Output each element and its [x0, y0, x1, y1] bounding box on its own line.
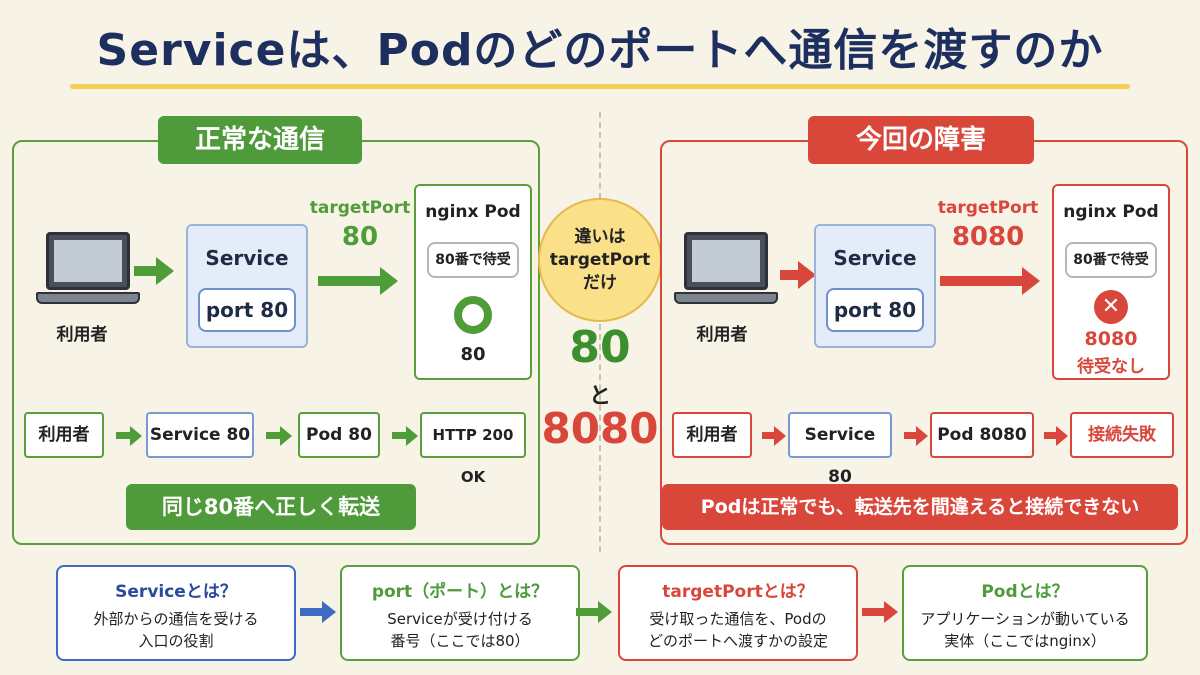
- card-description: 受け取った通信を、Podの どのポートへ渡すかの設定: [647, 610, 828, 650]
- card-description: Serviceが受け付ける 番号（ここでは80）: [387, 610, 533, 650]
- title-underline: [70, 84, 1130, 89]
- card-description: 外部からの通信を受ける 入口の役割: [93, 610, 259, 650]
- arrow-right-icon: [300, 601, 336, 623]
- flow-step: Pod 80: [298, 412, 380, 458]
- pod-box: nginx Pod 80番で待受 80: [414, 184, 532, 380]
- flow-step: Pod 8080: [930, 412, 1034, 458]
- compare-connector: と: [588, 384, 611, 409]
- center-divider: [599, 112, 601, 552]
- pod-port: 80: [460, 344, 486, 365]
- card-description: アプリケーションが動いている 実体（ここではnginx）: [920, 610, 1130, 650]
- service-box: Service port 80: [186, 224, 308, 348]
- card-title: Serviceとは？: [115, 582, 237, 602]
- target-port-label: targetPort: [937, 198, 1039, 218]
- card-title: targetPortとは？: [662, 582, 814, 602]
- pod-error-text: 待受なし: [1077, 357, 1145, 377]
- arrow-right-icon: [940, 267, 1040, 295]
- pod-error-port: 8080: [1084, 328, 1138, 350]
- compare-value-a: 80: [569, 322, 631, 373]
- service-definition-card: Serviceとは？ 外部からの通信を受ける 入口の役割: [56, 565, 296, 661]
- pod-wait-label: 80番で待受: [427, 242, 519, 278]
- user-label: 利用者: [56, 325, 108, 345]
- flow-step: HTTP 200 OK: [420, 412, 526, 486]
- flow-step: Service 80: [788, 412, 892, 487]
- arrow-right-icon: [862, 601, 898, 623]
- ok-circle-icon: [454, 296, 492, 334]
- error-x-icon: ✕: [1094, 290, 1128, 324]
- difference-line3: だけ: [583, 272, 617, 293]
- difference-line2: targetPort: [549, 249, 651, 270]
- flow-step: 利用者: [672, 412, 752, 458]
- flow-step: Service 80: [146, 412, 254, 458]
- arrow-right-icon: [134, 257, 174, 285]
- user-label: 利用者: [696, 325, 748, 345]
- service-title: Service: [205, 246, 289, 270]
- target-port-value: 8080: [951, 222, 1025, 252]
- normal-panel-label: 正常な通信: [158, 116, 362, 164]
- service-title: Service: [833, 246, 917, 270]
- service-box: Service port 80: [814, 224, 936, 348]
- flow-step: 利用者: [24, 412, 104, 458]
- target-port-label: targetPort: [309, 198, 411, 218]
- pod-title: nginx Pod: [425, 202, 521, 222]
- target-port-value: 80: [341, 222, 379, 252]
- difference-line1: 違いは: [574, 226, 626, 247]
- issue-panel-label: 今回の障害: [808, 116, 1034, 164]
- card-title: Podとは？: [981, 582, 1069, 602]
- service-port: port 80: [826, 288, 924, 332]
- arrow-right-icon: [318, 267, 398, 295]
- port-definition-card: port（ポート）とは？ Serviceが受け付ける 番号（ここでは80）: [340, 565, 580, 661]
- laptop-icon: [36, 232, 146, 312]
- card-title: port（ポート）とは？: [371, 582, 549, 602]
- pod-title: nginx Pod: [1063, 202, 1159, 222]
- arrow-right-icon: [576, 601, 612, 623]
- page-title: Serviceは、Podのどのポートへ通信を渡すのか: [96, 25, 1104, 76]
- flow-step: 接続失敗: [1070, 412, 1174, 458]
- service-port: port 80: [198, 288, 296, 332]
- pod-definition-card: Podとは？ アプリケーションが動いている 実体（ここではnginx）: [902, 565, 1148, 661]
- issue-banner: Podは正常でも、転送先を間違えると接続できない: [662, 484, 1178, 530]
- pod-box: nginx Pod 80番で待受 ✕ 8080 待受なし: [1052, 184, 1170, 380]
- difference-badge: 違いは targetPort だけ: [538, 198, 662, 322]
- pod-wait-label: 80番で待受: [1065, 242, 1157, 278]
- arrow-right-icon: [780, 261, 816, 289]
- laptop-icon: [674, 232, 784, 312]
- compare-value-b: 8080: [541, 404, 659, 453]
- target-port-definition-card: targetPortとは？ 受け取った通信を、Podの どのポートへ渡すかの設定: [618, 565, 858, 661]
- normal-banner: 同じ80番へ正しく転送: [126, 484, 416, 530]
